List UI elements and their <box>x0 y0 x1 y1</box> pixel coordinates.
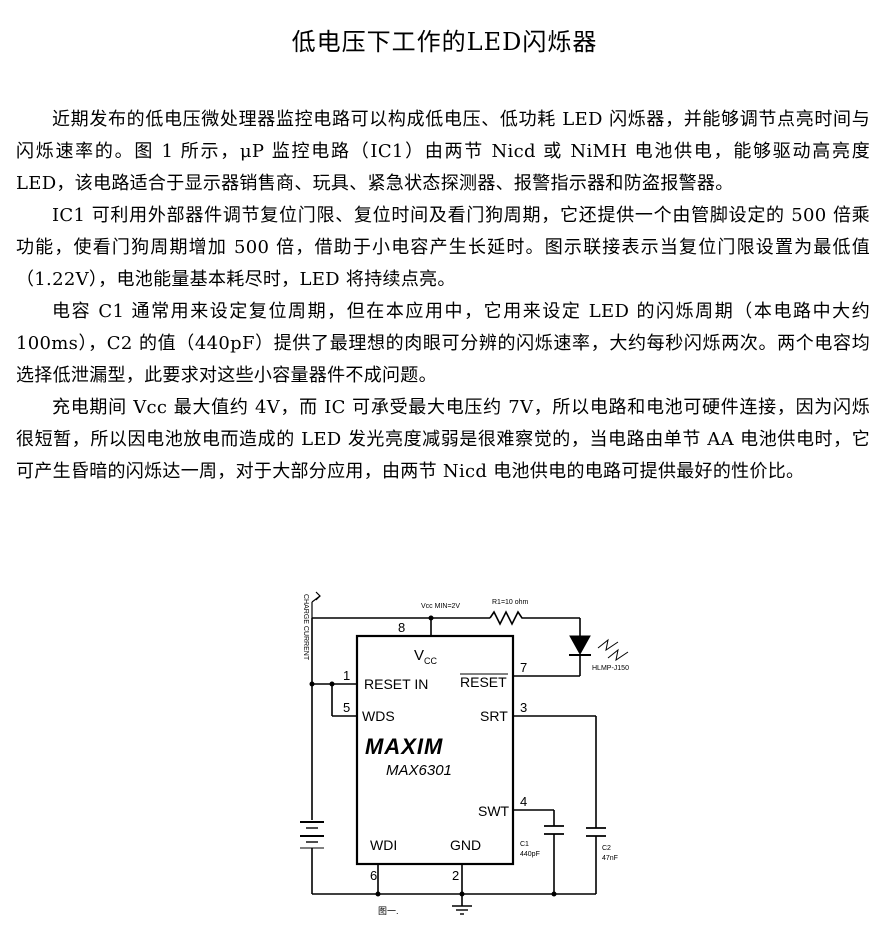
pin-number-4: 4 <box>520 794 527 809</box>
capacitor-c2 <box>586 827 606 837</box>
charge-current-label: CHARGE CURRENT <box>302 594 309 661</box>
pin-number-6: 6 <box>370 868 377 883</box>
resistor-r1 <box>489 610 526 626</box>
paragraph-4: 充电期间 Vcc 最大值约 4V，而 IC 可承受最大电压约 7V，所以电路和电… <box>16 397 870 482</box>
pin-gnd-label: GND <box>450 837 481 853</box>
pin-number-8: 8 <box>398 620 405 635</box>
circuit-schematic: V CC RESET IN RESET WDS SRT SWT WDI GND … <box>300 591 629 916</box>
document-title: 低电压下工作的LED闪烁器 <box>291 28 598 56</box>
pin-vcc-label: V <box>414 647 424 664</box>
charge-current-arrow <box>311 591 321 618</box>
c2-name-label: C2 <box>602 845 611 852</box>
c1-value-label: 440pF <box>520 851 540 858</box>
pin-number-3: 3 <box>520 700 527 715</box>
chip-model-label: MAX6301 <box>386 762 452 779</box>
paragraph-1: 近期发布的低电压微处理器监控电路可以构成低电压、低功耗 LED 闪烁器，并能够调… <box>16 109 870 194</box>
ground-symbol <box>452 905 472 915</box>
document-body: 近期发布的低电压微处理器监控电路可以构成低电压、低功耗 LED 闪烁器，并能够调… <box>16 104 870 488</box>
led-symbol <box>569 635 629 662</box>
pin-swt-label: SWT <box>478 803 510 819</box>
pin-number-5: 5 <box>343 700 350 715</box>
pin-vcc-subscript: CC <box>424 656 437 666</box>
led-part-label: HLMP-J150 <box>592 665 629 672</box>
battery-symbol <box>300 821 324 849</box>
pin-reset-label: RESET <box>460 674 507 690</box>
pin-srt-label: SRT <box>480 708 508 724</box>
pin-number-1: 1 <box>343 668 350 683</box>
paragraph-2: IC1 可利用外部器件调节复位门限、复位时间及看门狗周期，它还提供一个由管脚设定… <box>16 205 870 290</box>
pin-number-7: 7 <box>520 660 527 675</box>
capacitor-c1 <box>544 825 564 835</box>
figure-caption: 图一. <box>378 906 399 916</box>
chip-brand-logo: MAXIM <box>365 734 443 759</box>
pin-reset-in-label: RESET IN <box>364 676 428 692</box>
c1-name-label: C1 <box>520 841 529 848</box>
pin-wdi-label: WDI <box>370 837 397 853</box>
pin-number-2: 2 <box>452 868 459 883</box>
c2-value-label: 47nF <box>602 855 618 862</box>
pin-wds-label: WDS <box>362 708 395 724</box>
paragraph-3: 电容 C1 通常用来设定复位周期，但在本应用中，它用来设定 LED 的闪烁周期（… <box>16 301 870 386</box>
vcc-min-label: Vcc MIN=2V <box>421 603 460 610</box>
resistor-value-label: R1=10 ohm <box>492 599 529 606</box>
